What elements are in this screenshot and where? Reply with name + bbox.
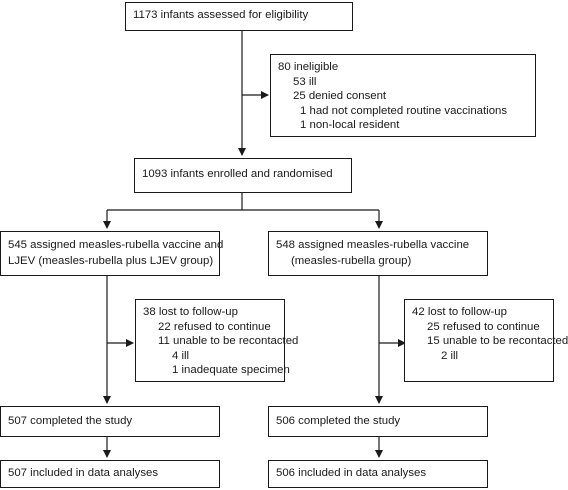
right-assigned-box: 548 assigned measles-rubella vaccine (me… (268, 231, 488, 276)
ineligible-non-local: 1 non-local resident (300, 119, 400, 131)
right-completed-text: 506 completed the study (276, 415, 401, 427)
connector-lines (103, 31, 406, 458)
left-completed-box: 507 completed the study (0, 406, 220, 437)
enrolled-box: 1093 infants enrolled and randomised (134, 158, 352, 193)
left-completed-text: 507 completed the study (8, 415, 133, 427)
right-lost-ill: 2 ill (441, 349, 459, 362)
left-analysed-text: 507 included in data analyses (8, 467, 159, 479)
left-lost-specimen: 1 inadequate specimen (172, 364, 290, 376)
right-lost-refused: 25 refused to continue (427, 320, 540, 333)
left-assigned-line2: LJEV (measles-rubella plus LJEV group) (8, 254, 214, 267)
right-lost-title: 42 lost to follow-up (412, 306, 507, 318)
right-analysed-text: 506 included in data analyses (276, 467, 427, 479)
left-lost-box: 38 lost to follow-up 22 refused to conti… (135, 299, 299, 382)
left-lost-unable: 11 unable to be recontacted (158, 335, 299, 347)
right-lost-unable: 15 unable to be recontacted (427, 335, 568, 347)
left-lost-title: 38 lost to follow-up (143, 306, 238, 318)
ineligible-vaccinations: 1 had not completed routine vaccinations (300, 104, 508, 117)
ineligible-title: 80 ineligible (278, 61, 339, 73)
assessed-text: 1173 infants assessed for eligibility (133, 9, 309, 21)
right-analysed-box: 506 included in data analyses (268, 460, 488, 488)
assessed-box: 1173 infants assessed for eligibility (125, 2, 353, 31)
left-lost-refused: 22 refused to continue (158, 320, 271, 333)
left-assigned-line1: 545 assigned measles-rubella vaccine and (8, 239, 224, 251)
ineligible-box: 80 ineligible 53 ill 25 denied consent 1… (270, 54, 536, 137)
ineligible-denied-consent: 25 denied consent (293, 90, 387, 102)
right-completed-box: 506 completed the study (268, 406, 488, 437)
right-assigned-line1: 548 assigned measles-rubella vaccine (276, 239, 470, 251)
enrolled-text: 1093 infants enrolled and randomised (142, 168, 333, 180)
left-analysed-box: 507 included in data analyses (0, 460, 220, 488)
right-assigned-line2: (measles-rubella group) (291, 254, 412, 267)
left-assigned-box: 545 assigned measles-rubella vaccine and… (0, 231, 224, 276)
left-lost-ill: 4 ill (172, 349, 190, 362)
ineligible-ill: 53 ill (293, 75, 317, 88)
right-lost-box: 42 lost to follow-up 25 refused to conti… (404, 299, 568, 382)
